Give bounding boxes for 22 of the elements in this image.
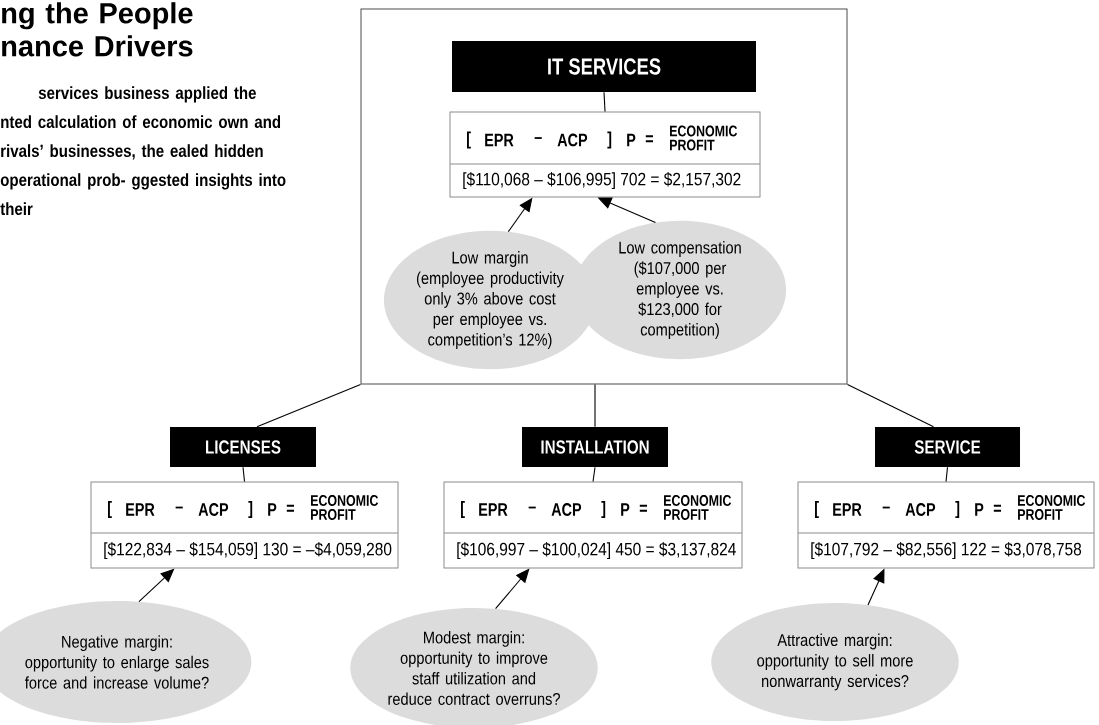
formula-table: [ EPR – ACP ] P = ECONOMIC PROFIT [$106,997 – $100,024] 450 = $3,137,824 bbox=[443, 481, 743, 569]
paragraph: services business applied the nted calculation of economic own and rivals’ businesses, the ealed hidden operational prob- ggested insights into their bbox=[0, 86, 286, 216]
formula-table: [ EPR – ACP ] P = ECONOMIC PROFIT [$110,068 – $106,995] 702 = $2,157,302 bbox=[449, 111, 761, 198]
connector-line bbox=[242, 466, 246, 483]
formula-table: [ EPR – ACP ] P = ECONOMIC PROFIT [$122,834 – $154,059] 130 = –$4,059,280 bbox=[90, 481, 399, 569]
connector-line bbox=[846, 383, 935, 428]
title: ng the People nance Drivers bbox=[2, 2, 193, 57]
callout-oval: Low margin (employee productivity only 3% above cost per employee vs. competition’s 12%) bbox=[383, 230, 597, 370]
title-band: SERVICE bbox=[875, 427, 1020, 467]
formula-table: [ EPR – ACP ] P = ECONOMIC PROFIT [$107,792 – $82,556] 122 = $3,078,758 bbox=[797, 481, 1095, 569]
connector-line bbox=[603, 91, 606, 113]
connector-line bbox=[945, 466, 949, 483]
connector-line bbox=[594, 383, 596, 428]
title-band: INSTALLATION bbox=[522, 427, 668, 467]
callout-oval: Attractive margin: opportunity to sell more nonwarranty services? bbox=[711, 603, 959, 721]
title-band: IT SERVICES bbox=[452, 41, 756, 92]
title-band: LICENSES bbox=[170, 427, 316, 467]
frame-box bbox=[360, 8, 848, 385]
connector-line bbox=[592, 466, 596, 483]
connector-line bbox=[256, 383, 362, 428]
callout-oval: Low compensation ($107,000 per employee vs. $123,000 for competition) bbox=[573, 220, 787, 360]
arrow bbox=[138, 568, 175, 603]
